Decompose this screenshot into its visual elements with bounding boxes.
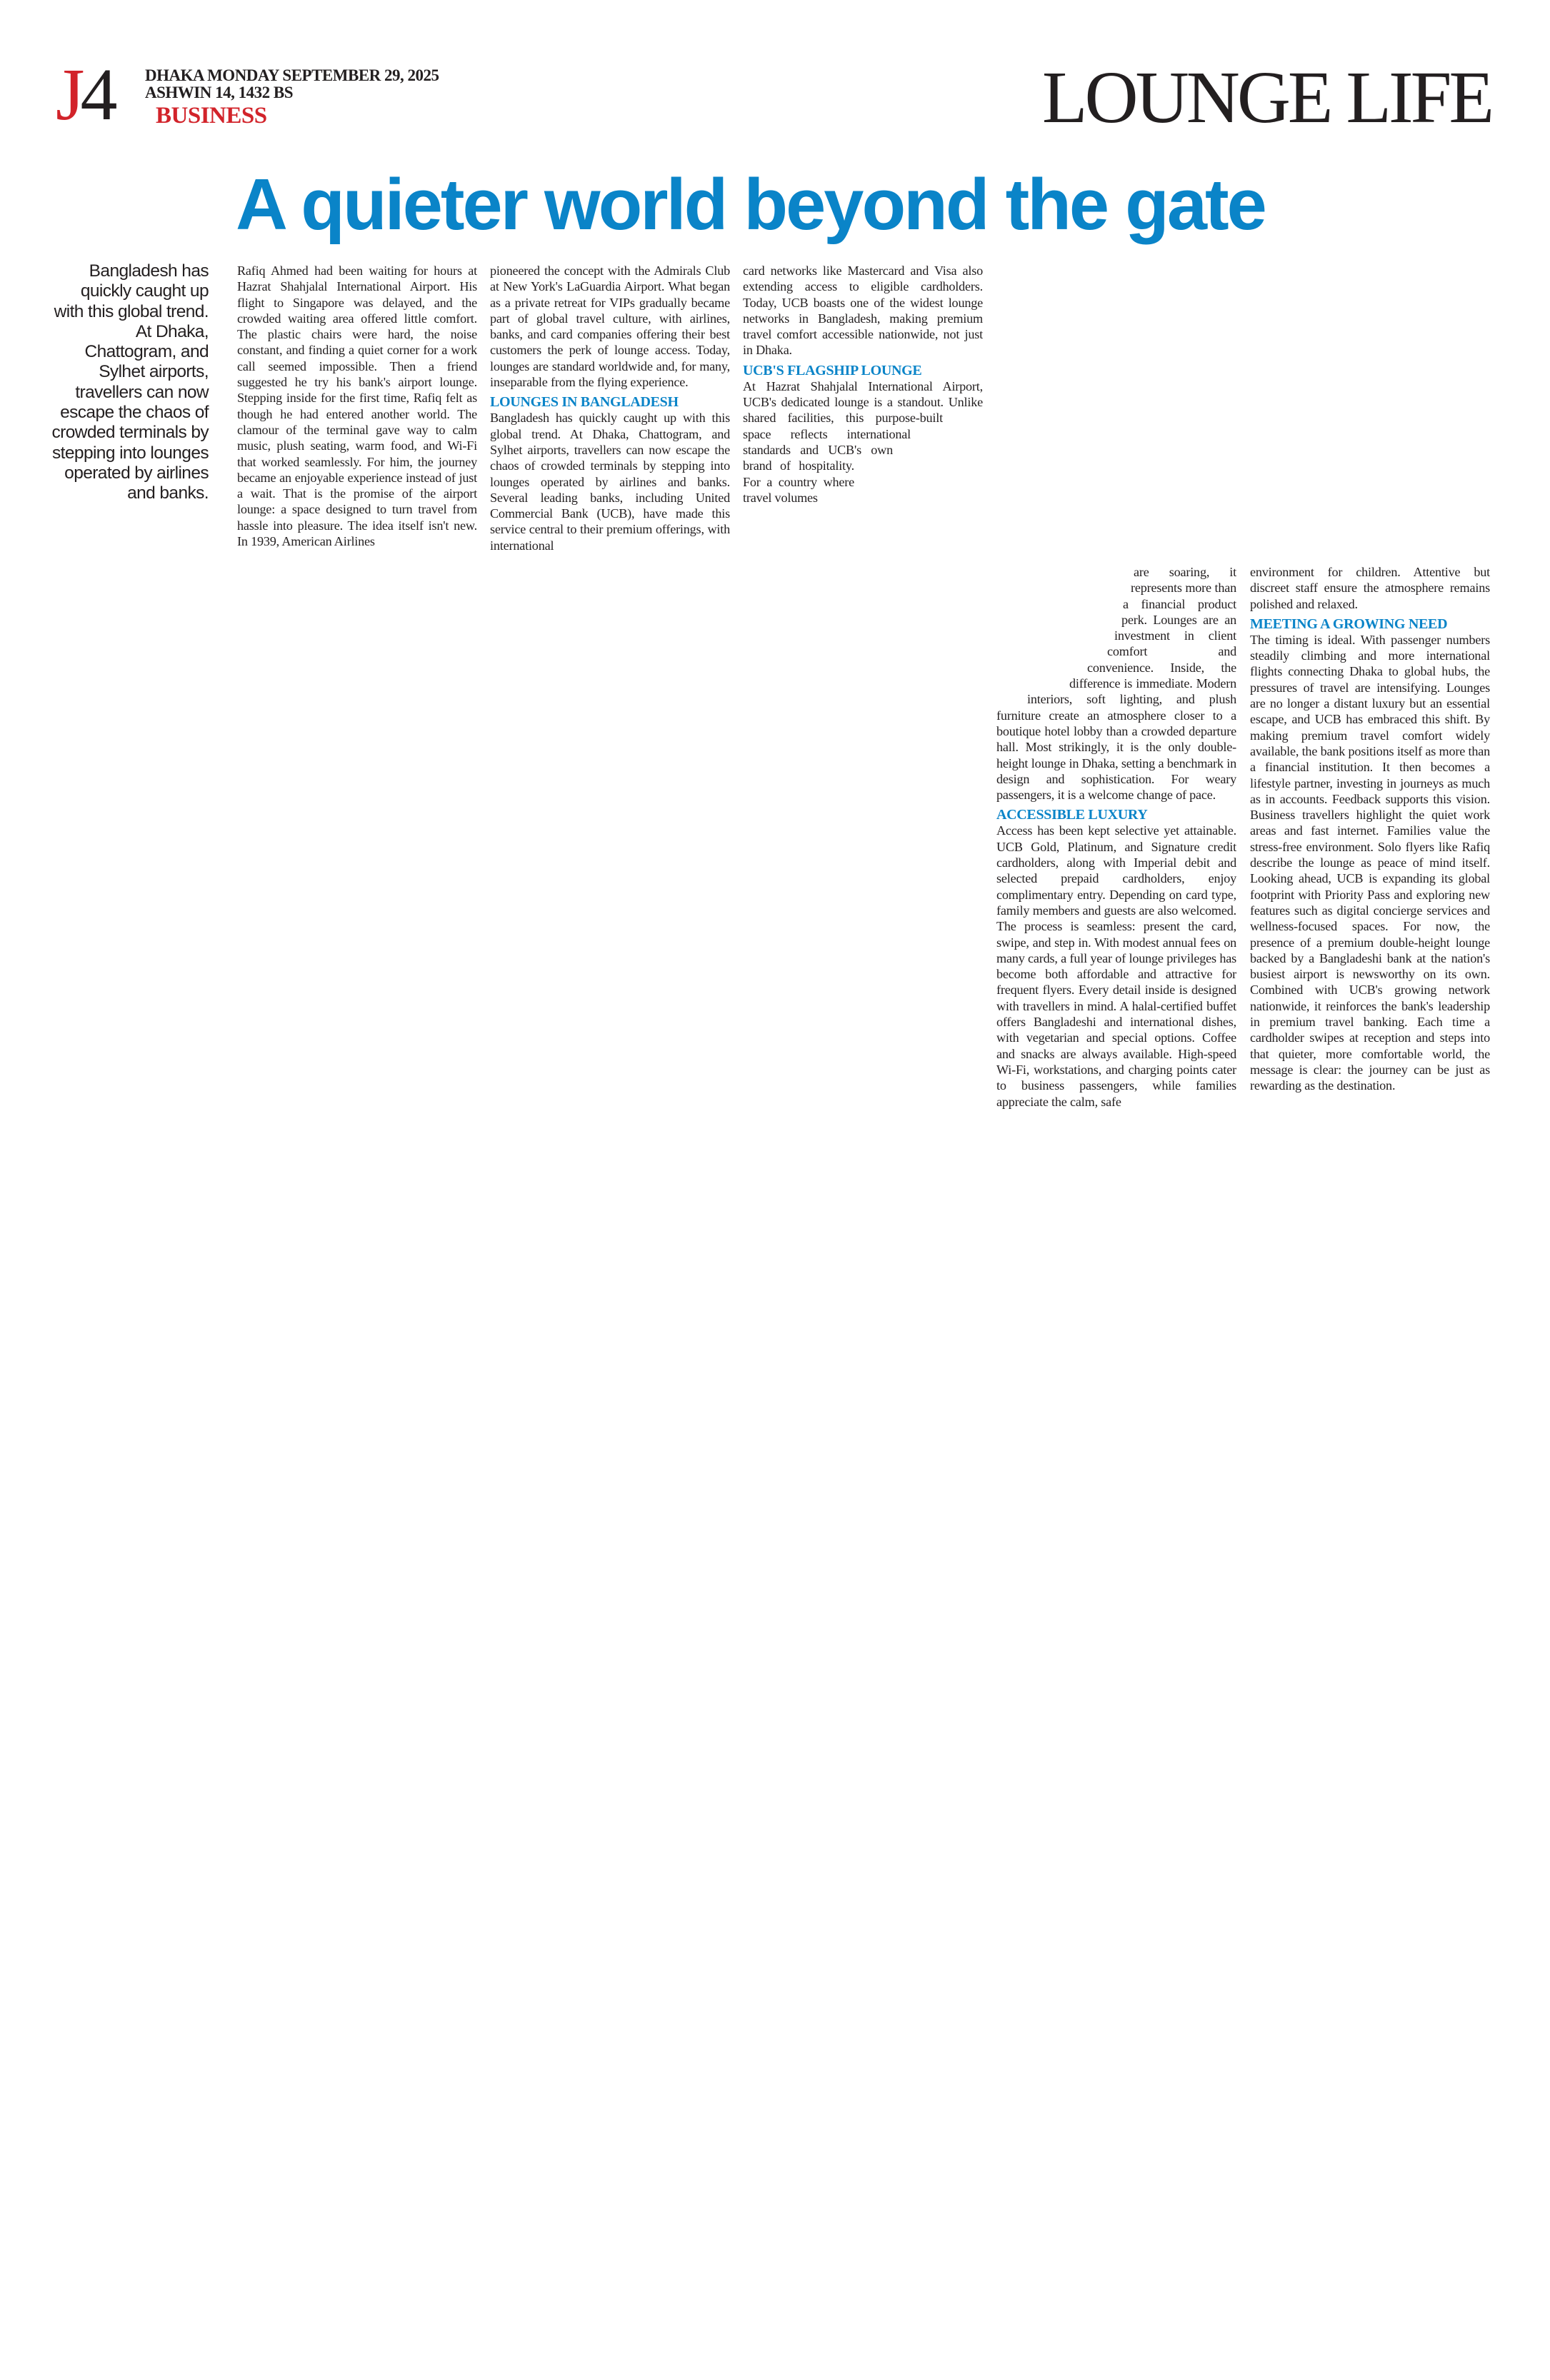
subheading: UCB'S FLAGSHIP LOUNGE (743, 362, 922, 378)
bangla-date: ASHWIN 14, 1432 BS (145, 84, 293, 101)
page-letter: J (56, 54, 85, 136)
dateline: DHAKA MONDAY SEPTEMBER 29, 2025 ASHWIN 1… (145, 67, 439, 101)
page-number: 4 (80, 54, 117, 136)
body-text: are soaring, it represents more than a f… (996, 565, 1236, 803)
body-text: The timing is ideal. With passenger numb… (1250, 632, 1490, 1093)
article-column-2: pioneered the concept with the Admirals … (490, 263, 730, 553)
body-text: Access has been kept selective yet attai… (996, 823, 1236, 1109)
pull-quote: Bangladesh has quickly caught up with th… (51, 261, 209, 503)
page-folio: J4 (56, 58, 117, 132)
article-column-5: environment for children. Attentive but … (1250, 564, 1490, 1094)
section-label: BUSINESS (156, 103, 267, 129)
date: DHAKA MONDAY SEPTEMBER 29, 2025 (145, 66, 439, 84)
headline: A quieter world beyond the gate (236, 165, 1267, 245)
article-column-4: are soaring, it represents more than a f… (996, 564, 1236, 1110)
body-text: Bangladesh has quickly caught up with th… (490, 411, 730, 553)
body-text: Rafiq Ahmed had been waiting for hours a… (237, 263, 477, 549)
body-text: environment for children. Attentive but … (1250, 565, 1490, 611)
subheading: MEETING A GROWING NEED (1250, 616, 1448, 632)
body-text: card networks like Mastercard and Visa a… (743, 263, 983, 358)
body-text: At Hazrat Shahjalal International Airpor… (743, 378, 983, 505)
article-column-3: card networks like Mastercard and Visa a… (743, 263, 983, 606)
article-column-1: Rafiq Ahmed had been waiting for hours a… (237, 263, 477, 549)
body-text: pioneered the concept with the Admirals … (490, 263, 730, 390)
page-title: LOUNGE LIFE (1041, 56, 1494, 139)
subheading: ACCESSIBLE LUXURY (996, 807, 1148, 823)
subheading: LOUNGES IN BANGLADESH (490, 394, 679, 411)
